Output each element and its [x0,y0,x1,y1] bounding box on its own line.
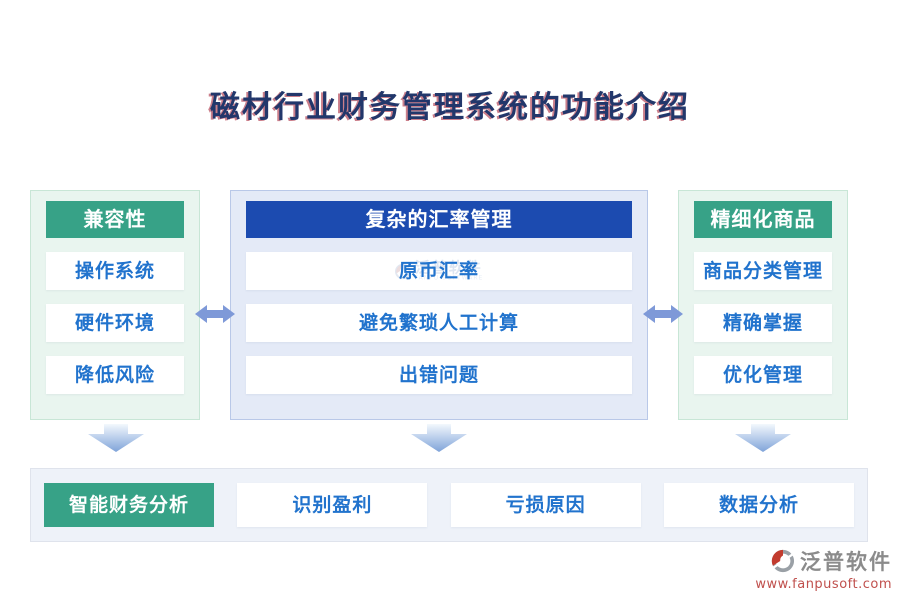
panel-compatibility: 兼容性 操作系统 硬件环境 降低风险 [30,190,200,420]
double-arrow-icon [195,305,235,323]
panel-exchange-rate-header: 复杂的汇率管理 [246,201,632,238]
panel-compatibility-item: 操作系统 [46,252,184,290]
item-label: 优化管理 [722,364,803,386]
fanpu-logo-icon [771,549,795,573]
panel-exchange-rate-item: 避免繁琐人工计算 [246,304,632,342]
panel-refined-goods-item: 商品分类管理 [694,252,832,290]
panel-refined-goods-item: 优化管理 [694,356,832,394]
item-label: 操作系统 [74,260,155,282]
item-label: 精确掌握 [722,312,803,334]
panel-compatibility-item: 降低风险 [46,356,184,394]
panel-exchange-rate: 复杂的汇率管理 泛普软件 FANPU SOFTWARE 原币汇率 避免繁琐人工计… [230,190,648,420]
panel-refined-goods-item: 精确掌握 [694,304,832,342]
item-label: 出错问题 [398,364,479,386]
item-label: 避免繁琐人工计算 [358,312,519,334]
bottom-bar-item: 亏损原因 [450,483,641,527]
panel-refined-goods-header: 精细化商品 [694,201,832,238]
down-arrow-icon [411,424,467,452]
panel-exchange-rate-item: 泛普软件 FANPU SOFTWARE 原币汇率 [246,252,632,290]
bottom-bar-header: 智能财务分析 [44,483,214,527]
panel-refined-goods: 精细化商品 商品分类管理 精确掌握 优化管理 [678,190,848,420]
footer-brand-name: 泛普软件 [800,550,892,574]
item-label: 降低风险 [74,364,155,386]
down-arrow-icon [88,424,144,452]
bottom-analysis-bar: 智能财务分析 识别盈利 亏损原因 数据分析 [30,468,868,542]
panel-compatibility-item: 硬件环境 [46,304,184,342]
panel-exchange-rate-item: 出错问题 [246,356,632,394]
item-label: 原币汇率 [398,260,479,282]
double-arrow-icon [643,305,683,323]
footer-url: www.fanpusoft.com [755,577,892,592]
down-arrow-icon [735,424,791,452]
footer-brand: 泛普软件 www.fanpusoft.com [755,546,892,592]
panel-compatibility-header: 兼容性 [46,201,184,238]
page-title: 磁材行业财务管理系统的功能介绍 [210,90,690,125]
item-label: 硬件环境 [74,312,155,334]
bottom-bar-item: 数据分析 [663,483,854,527]
item-label: 商品分类管理 [702,260,823,282]
bottom-bar-item: 识别盈利 [237,483,428,527]
